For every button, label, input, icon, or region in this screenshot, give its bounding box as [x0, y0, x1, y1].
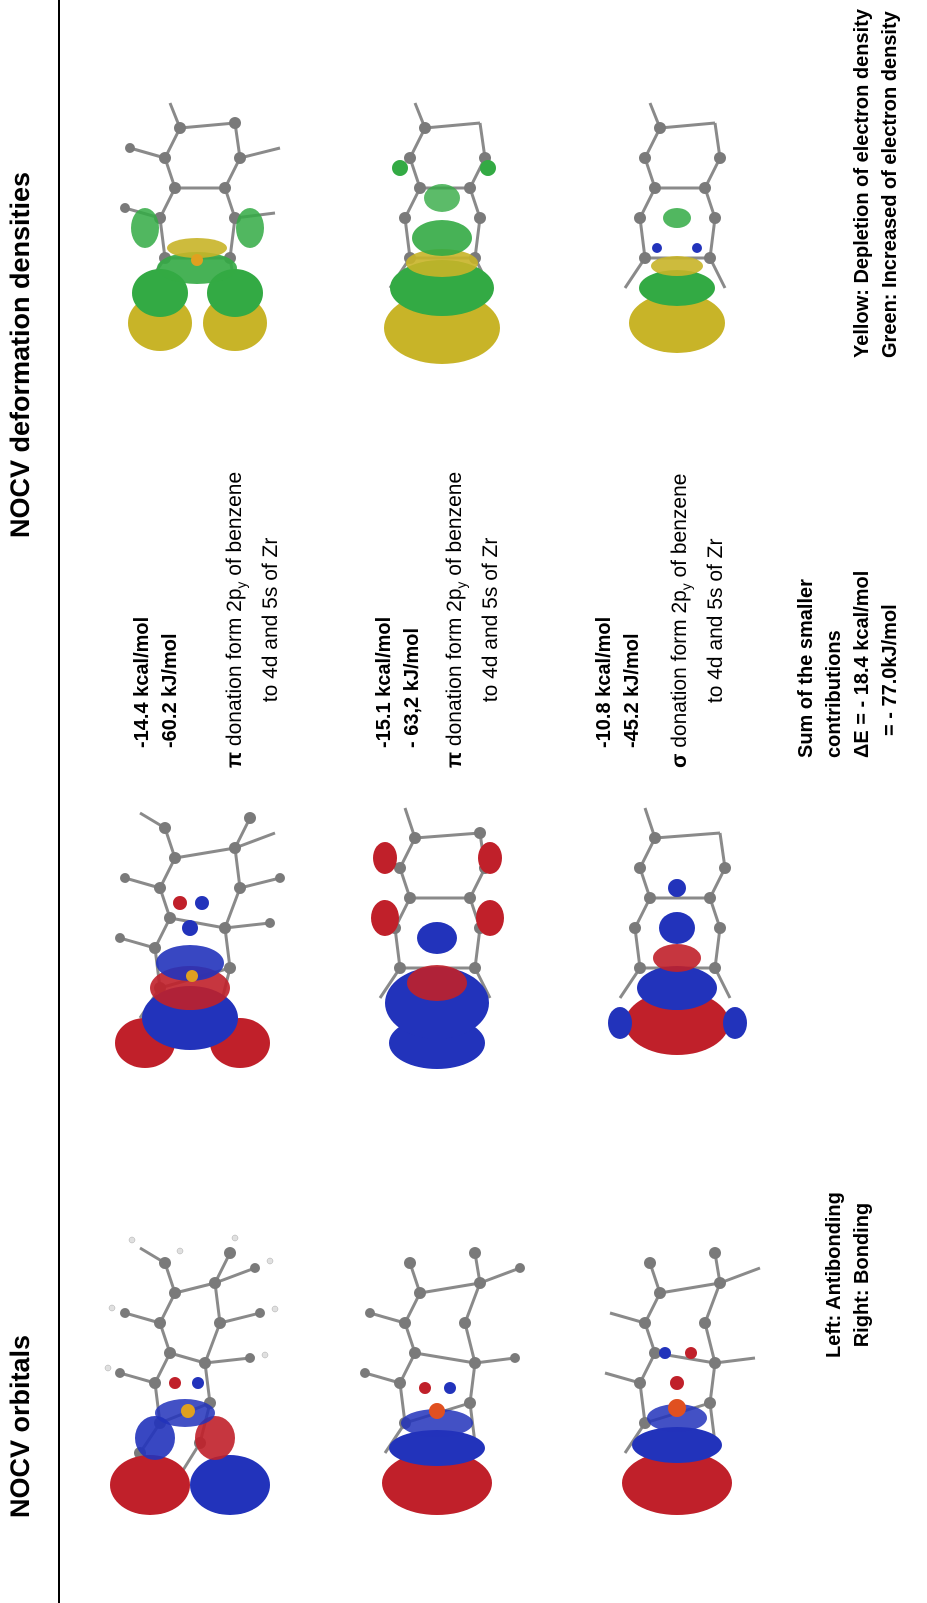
density-row1	[120, 102, 281, 351]
row1-symbol: π	[223, 751, 246, 768]
row1-desc-line1-end: of benzene	[223, 471, 246, 576]
row1-desc-subscript: y	[234, 581, 250, 589]
header-nocv-deformation-densities: NOCV deformation densities	[5, 171, 35, 538]
row3-energy: -10.8 kcal/mol -45.2 kJ/mol	[590, 617, 646, 748]
atoms-hydrogen	[104, 1234, 279, 1372]
row2-symbol: π	[443, 751, 466, 768]
lobes	[629, 208, 725, 353]
lobes	[115, 896, 270, 1068]
row1-description: π donation form 2py of benzene to 4d and…	[220, 472, 285, 768]
lobes	[128, 208, 267, 351]
legend-densities-line1: Yellow: Depletion of electron density	[851, 9, 873, 358]
row2-desc-line1: donation form 2p	[443, 588, 466, 747]
row2-energy-kj: - 63,2 kJ/mol	[401, 627, 423, 748]
lobes	[110, 1377, 270, 1515]
molecule-row2-bonding	[371, 807, 504, 1069]
row3-desc-line1-end: of benzene	[668, 473, 691, 578]
row1-desc-line2: to 4d and 5s of Zr	[259, 537, 283, 703]
atoms-carbon	[360, 1247, 525, 1429]
summary-line2: contributions	[823, 630, 845, 758]
row2-desc-subscript: y	[454, 581, 470, 589]
legend-orbitals-line1: Left: Antibonding	[823, 1192, 845, 1358]
molecule-row1-bonding	[115, 811, 285, 1068]
atoms-carbon	[115, 1247, 265, 1459]
lobes	[608, 879, 747, 1055]
row1-energy-kcal: -14.4 kcal/mol	[131, 616, 153, 748]
row1-energy-kj: -60.2 kJ/mol	[159, 633, 181, 748]
legend-densities: Yellow: Depletion of electron density Gr…	[848, 9, 904, 358]
row1-energy: -14.4 kcal/mol -60.2 kJ/mol	[128, 617, 184, 748]
row3-desc-subscript: y	[679, 583, 695, 591]
atoms-carbon	[634, 122, 726, 264]
legend-orbitals: Left: Antibonding Right: Bonding	[820, 1192, 876, 1358]
divider-line	[58, 0, 60, 1603]
row3-energy-kcal: -10.8 kcal/mol	[593, 616, 615, 748]
header-nocv-orbitals: NOCV orbitals	[5, 1334, 35, 1518]
lobes	[384, 160, 500, 364]
lobes	[371, 842, 504, 1069]
lobes	[622, 1347, 732, 1515]
summary-line4: = - 77.0kJ/mol	[879, 604, 901, 736]
row2-energy: -15.1 kcal/mol - 63,2 kJ/mol	[370, 617, 426, 748]
row3-desc-line2: to 4d and 5s of Zr	[704, 538, 728, 704]
lobes	[382, 1382, 492, 1515]
legend-orbitals-line2: Right: Bonding	[851, 1202, 873, 1348]
row3-energy-kj: -45.2 kJ/mol	[621, 633, 643, 748]
row1-desc-line1: donation form 2p	[223, 588, 246, 747]
row2-desc-line1-end: of benzene	[443, 471, 466, 576]
molecule-row1-antibonding	[104, 1234, 279, 1515]
molecule-row2-antibonding	[360, 1247, 525, 1515]
atoms-carbon	[115, 812, 285, 994]
row2-description: π donation form 2py of benzene to 4d and…	[440, 472, 505, 768]
legend-densities-line2: Green: Increased of electron density	[879, 11, 901, 358]
row3-description: σ donation form 2py of benzene to 4d and…	[665, 474, 730, 768]
molecule-row3-bonding	[608, 807, 747, 1055]
atoms-carbon	[634, 1247, 726, 1429]
atoms-carbon	[629, 832, 731, 974]
row2-energy-kcal: -15.1 kcal/mol	[373, 616, 395, 748]
row2-desc-line2: to 4d and 5s of Zr	[479, 537, 503, 703]
summary-line3: ΔE = - 18.4 kcal/mol	[851, 570, 873, 758]
density-row2	[384, 102, 500, 364]
summary-block: Sum of the smaller contributions ΔE = - …	[792, 571, 904, 758]
row3-symbol: σ	[668, 753, 691, 768]
density-row3	[623, 102, 727, 353]
summary-line1: Sum of the smaller	[795, 579, 817, 758]
molecule-row3-antibonding	[604, 1247, 761, 1515]
row3-desc-line1: donation form 2p	[668, 590, 691, 748]
